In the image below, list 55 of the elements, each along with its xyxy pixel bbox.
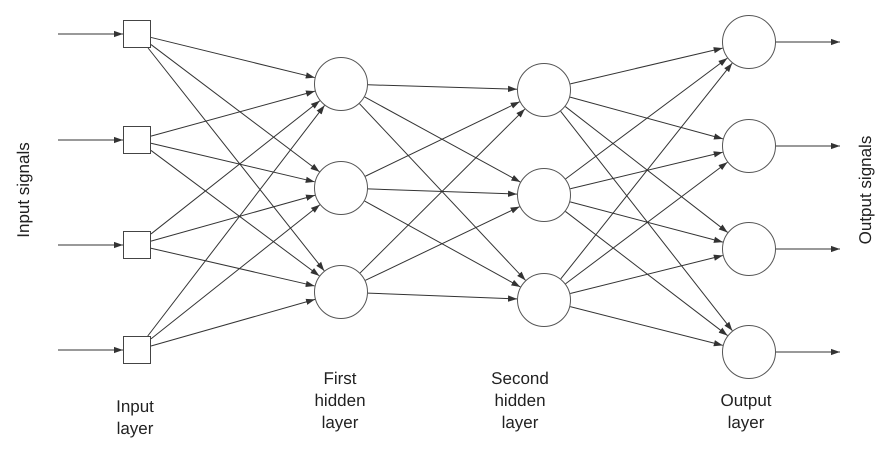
arrow: [150, 204, 320, 340]
arrow: [776, 348, 840, 356]
arrow: [570, 96, 724, 140]
input-node-square: [123, 126, 151, 154]
arrow: [150, 36, 316, 78]
input-node-square: [123, 231, 151, 259]
arrow: [58, 242, 124, 248]
arrow: [565, 58, 728, 180]
arrow: [150, 298, 316, 347]
arrow: [367, 188, 518, 197]
arrow: [150, 100, 320, 234]
arrow: [150, 150, 320, 276]
arrow: [367, 292, 518, 302]
neuron-circle: [722, 325, 776, 379]
arrow: [570, 201, 724, 243]
neuron-circle: [722, 222, 776, 276]
arrow: [564, 106, 728, 233]
arrow: [150, 142, 316, 183]
arrow: [776, 38, 840, 46]
neuron-circle: [517, 63, 571, 117]
arrow: [776, 246, 840, 252]
arrow: [570, 47, 724, 84]
arrow: [150, 44, 320, 172]
arrow: [58, 136, 124, 144]
arrow: [58, 30, 124, 38]
neuron-circle: [722, 119, 776, 173]
neuron-circle: [314, 57, 368, 111]
arrow: [570, 254, 724, 294]
input-node-square: [123, 336, 151, 364]
arrow: [148, 48, 325, 272]
arrow: [150, 248, 316, 287]
neuron-circle: [314, 161, 368, 215]
arrow: [150, 194, 316, 242]
arrow: [565, 162, 728, 284]
axis-label: Output signals: [855, 136, 876, 244]
neuron-circle: [722, 15, 776, 69]
arrow: [564, 210, 728, 336]
layer-label: Second hidden layer: [490, 368, 550, 434]
neuron-circle: [517, 168, 571, 222]
arrow: [368, 84, 518, 92]
layer-label: Input layer: [115, 396, 155, 440]
arrow: [58, 346, 124, 354]
layer-label: First hidden layer: [313, 368, 367, 434]
axis-label: Input signals: [13, 142, 34, 238]
input-node-square: [123, 20, 151, 48]
arrow: [560, 62, 733, 280]
arrow: [147, 104, 326, 336]
layer-label: Output layer: [719, 390, 773, 434]
arrow: [570, 306, 724, 346]
neuron-circle: [314, 265, 368, 319]
arrow: [150, 90, 316, 137]
arrow: [776, 142, 840, 150]
arrow: [560, 110, 733, 332]
neuron-circle: [517, 273, 571, 327]
arrow: [570, 151, 724, 190]
